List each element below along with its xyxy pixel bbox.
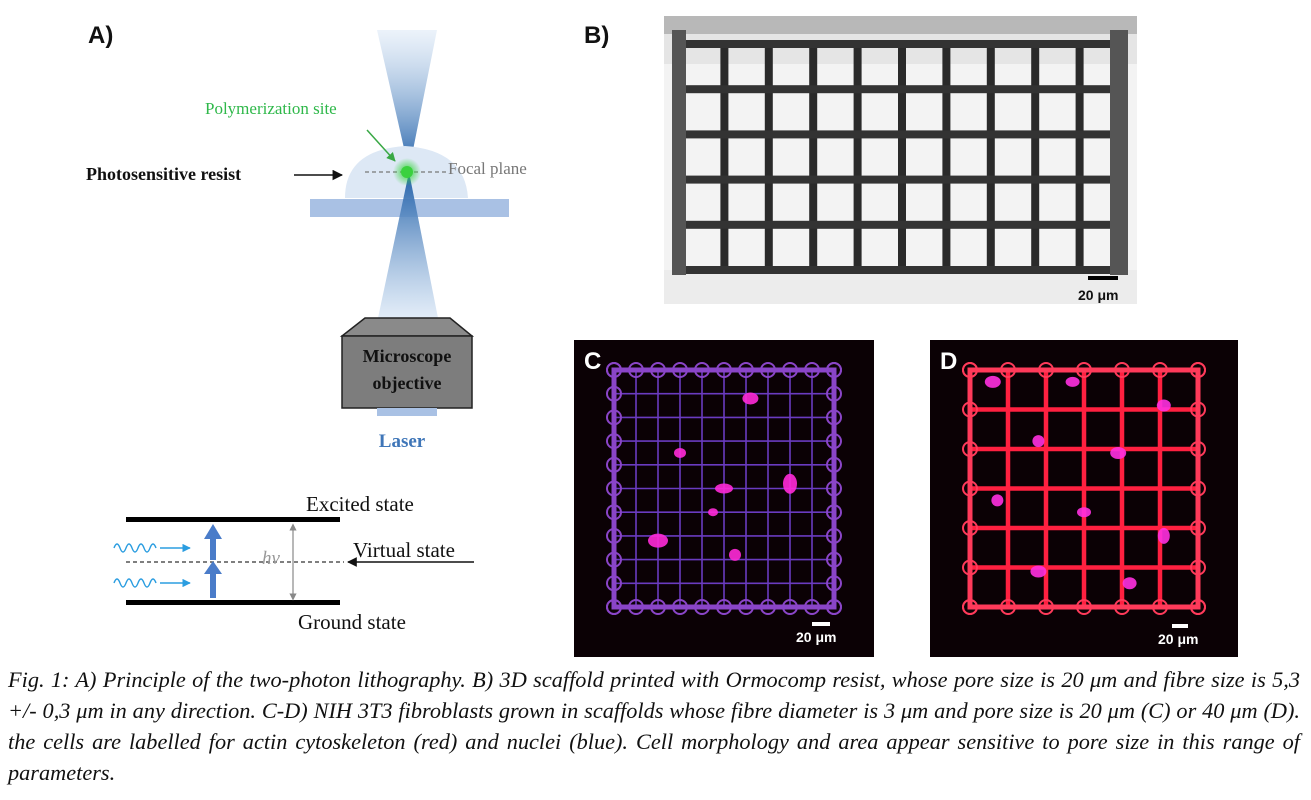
sem-scaffold-grid bbox=[672, 30, 1128, 275]
scale-label-c: 20 μm bbox=[796, 629, 836, 645]
energy-diagram: hν Excited state Virtual state Ground st… bbox=[113, 492, 474, 634]
sem-scale-bar bbox=[1088, 276, 1118, 280]
laser-label: Laser bbox=[379, 431, 426, 452]
objective-label-line2: objective bbox=[373, 373, 442, 393]
polymerization-site-label: Polymerization site bbox=[205, 99, 337, 118]
photosensitive-resist-label: Photosensitive resist bbox=[86, 164, 241, 184]
photon-upper-icon bbox=[113, 543, 157, 553]
laser-beam-lower bbox=[378, 172, 438, 318]
panel-d: 20 μm bbox=[930, 340, 1238, 657]
polymerization-arrow bbox=[366, 129, 396, 162]
objective-label-line1: Microscope bbox=[363, 346, 452, 366]
panel-d-label: D bbox=[940, 348, 958, 375]
panel-a-label: A) bbox=[88, 22, 114, 49]
laser-beam-upper bbox=[377, 30, 437, 170]
ground-state-label: Ground state bbox=[298, 610, 406, 634]
scale-bar-d bbox=[1172, 624, 1188, 628]
photon-lower-icon bbox=[113, 578, 157, 588]
virtual-state-label: Virtual state bbox=[353, 538, 455, 562]
excited-state-label: Excited state bbox=[306, 492, 414, 516]
objective-body bbox=[341, 335, 473, 409]
objective-top bbox=[339, 317, 475, 337]
scaffold-grid-d bbox=[962, 362, 1206, 615]
figure-canvas: Polymerization site Photosensitive resis… bbox=[86, 16, 1238, 657]
objective-lens bbox=[377, 408, 437, 416]
scaffold-grid-c bbox=[606, 362, 842, 615]
excited-state-line bbox=[126, 517, 340, 522]
panel-c: 20 μm bbox=[574, 340, 874, 657]
scale-bar-c bbox=[812, 622, 830, 626]
panel-a: Polymerization site Photosensitive resis… bbox=[86, 30, 527, 634]
sem-scale-label: 20 μm bbox=[1078, 287, 1118, 303]
figure-caption: Fig. 1: A) Principle of the two-photon l… bbox=[8, 667, 1300, 785]
polymerization-spot bbox=[401, 166, 413, 178]
focal-plane-label: Focal plane bbox=[448, 159, 527, 178]
scale-label-d: 20 μm bbox=[1158, 631, 1198, 647]
ground-state-line bbox=[126, 600, 340, 605]
panel-b: 20 μm bbox=[664, 16, 1137, 304]
figure: Polymerization site Photosensitive resis… bbox=[86, 16, 1238, 657]
panel-b-label: B) bbox=[584, 22, 610, 49]
panel-c-label: C bbox=[584, 348, 602, 375]
hv-label: hν bbox=[262, 548, 281, 569]
